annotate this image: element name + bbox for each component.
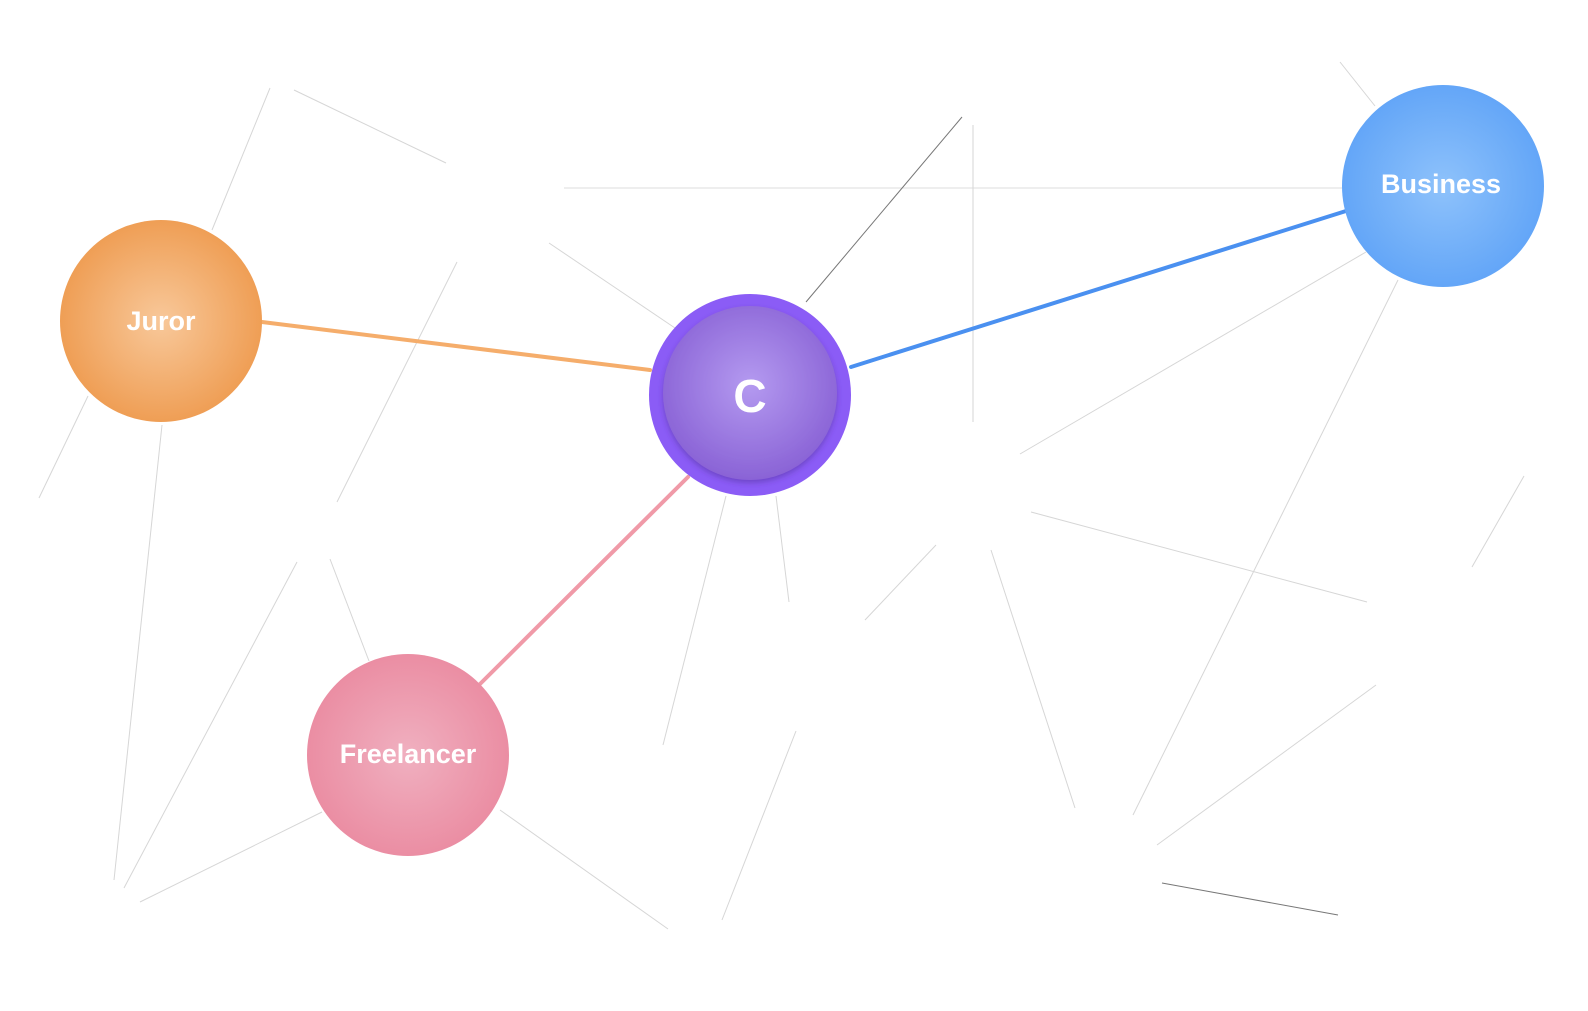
background-line [721,730,797,921]
background-line [211,87,271,231]
background-line [113,424,163,881]
edge-juror-center [260,320,652,372]
node-label-center: C [733,370,766,422]
edge-business-center [849,209,1348,369]
node-juror[interactable]: Juror [60,220,262,422]
node-label-freelancer: Freelancer [340,739,477,769]
edge-freelancer-center [478,475,690,686]
background-line [805,116,963,303]
background-line [1156,684,1377,846]
background-line [775,495,790,603]
background-line [293,89,447,164]
background-line [1132,279,1399,816]
background-line [662,495,727,746]
background-line [336,261,458,503]
background-line [1019,251,1367,455]
background-line [38,395,89,499]
background-line [864,544,937,621]
background-line [1161,882,1339,916]
background-line [139,811,323,903]
node-freelancer[interactable]: Freelancer [307,654,509,856]
background-line [123,561,298,889]
background-line [1030,511,1368,603]
node-label-juror: Juror [126,306,196,336]
background-line [990,549,1076,809]
node-business[interactable]: Business [1342,85,1544,287]
background-lines [38,61,1525,930]
background-line [329,558,370,662]
background-line [499,809,669,930]
node-label-business: Business [1381,169,1501,199]
background-line [1339,61,1376,107]
node-center[interactable]: C [649,294,851,496]
edges [260,209,1348,686]
background-line [548,242,676,329]
background-line [1471,475,1525,568]
